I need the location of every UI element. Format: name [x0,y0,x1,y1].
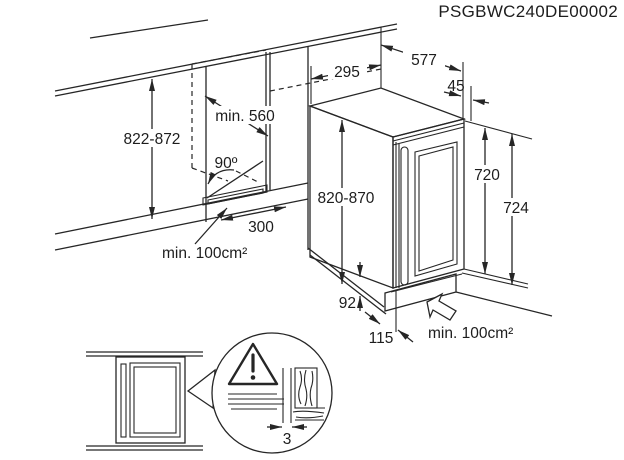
floor-return-edge-lower [309,254,387,315]
overhang-arrow-right [472,99,490,106]
dim-niche-depth: min. 560 [215,108,275,125]
dim-door-angle: 90º [215,155,238,172]
vent-slot-inner [207,188,264,205]
ext-line-bottom-right-2 [461,272,529,289]
ext-line-bottom-right-1 [463,268,529,285]
dim-side-gap: 3 [283,431,292,448]
airflow-area-label: min. 100cm² [428,325,513,342]
plinth-recess-arrow-right [397,329,414,343]
door-top-bevel-2 [392,126,465,146]
ext-line-top-right [464,120,533,140]
appliance-front-view [86,351,203,451]
wall-edge-line [89,19,209,39]
door-swing-group [206,160,264,199]
door-glass-frame-inner [418,146,454,272]
main-scene: 822-872 min. 560 90º 300 min. 100cm² 295… [54,19,553,347]
worktop-front-edge-top [54,23,398,92]
open-door-edge [206,160,264,199]
door-glass-frame-outer [414,141,458,277]
front-door-handle [120,363,127,438]
airflow-arrow-icon [426,292,457,321]
detail-balloon: 3 [186,332,333,454]
balloon-pointer [186,368,216,410]
door-bottom-edge [390,273,463,293]
floor-line-upper [54,182,309,235]
door-swing-arc [207,169,235,185]
appliance-top-face [307,87,467,138]
door-handle [400,146,409,286]
vent-slot-outer [202,184,268,206]
drawing-title: PSGBWC240DE00002 [438,2,618,21]
dim-counter-overhang: 45 [447,78,464,95]
front-door-frame [115,356,186,444]
dim-door-height: 720 [474,167,500,184]
warning-icon [227,342,279,386]
front-glass-inner [133,366,177,434]
gap-cross-section: 3 [228,367,325,448]
appliance-3d [307,87,467,312]
floor-return-edge-upper [307,247,385,308]
vent-area-leader [194,207,228,245]
door-top-bevel-1 [392,122,465,142]
front-glass-outer [129,362,181,438]
worktop-front-edge-bottom [54,28,398,97]
appliance-plinth [384,273,457,312]
dim-build-height: 820-870 [318,190,375,207]
dim-appliance-depth: 577 [411,52,437,69]
vent-slot [202,184,268,206]
plinth-recess-arrow-left [364,311,381,325]
dim-niche-height: 822-872 [124,131,181,148]
dim-line-vent-width [220,206,287,221]
floor-line-right [455,291,553,317]
niche-back-top-hidden [191,49,267,65]
dim-vent-width: 300 [248,219,274,236]
dim-plinth-recess: 115 [369,330,394,347]
wood-panel-section [292,367,325,421]
detail-scene: 3 [86,332,333,454]
dim-appliance-width: 295 [334,64,360,81]
vent-area-label: min. 100cm² [162,245,247,262]
dim-plinth-height: 92 [339,295,356,312]
overhang-arrow-left [443,90,462,97]
balloon-circle [211,332,333,454]
dim-total-height: 724 [503,200,529,217]
door-swing-dashed [235,170,259,183]
